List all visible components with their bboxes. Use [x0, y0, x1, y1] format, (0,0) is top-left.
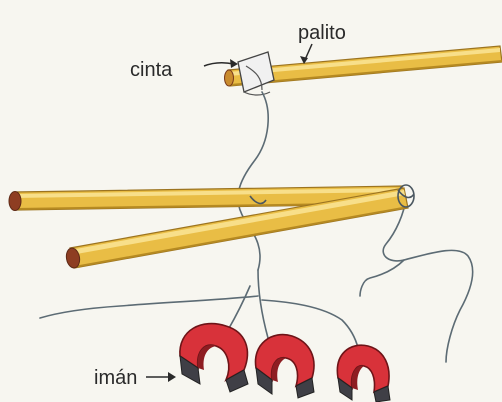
lower-stick-upper-end	[9, 192, 21, 211]
top-stick-end	[225, 70, 234, 86]
label-palito: palito	[298, 22, 346, 44]
label-iman: imán	[94, 367, 137, 389]
label-cinta: cinta	[130, 59, 173, 81]
